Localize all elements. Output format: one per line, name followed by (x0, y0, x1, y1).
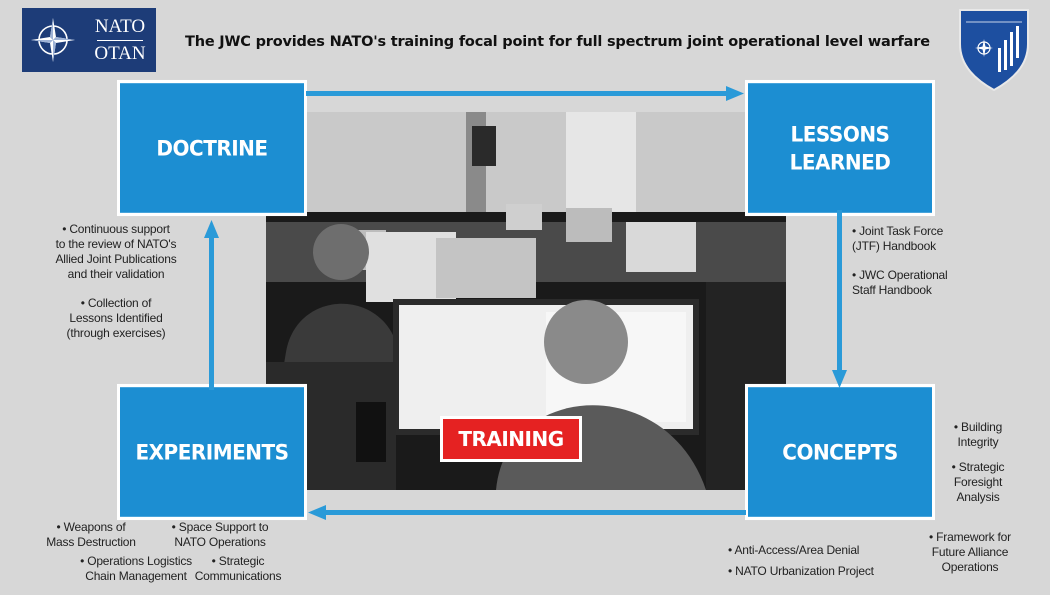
doctrine-box: DOCTRINE (120, 83, 304, 213)
arrow-left-icon (308, 505, 746, 520)
list-item: • JWC Operational Staff Handbook (852, 268, 948, 297)
list-item: • Building Integrity (953, 420, 1003, 449)
lessons-learned-box: LESSONS LEARNED (748, 83, 932, 213)
list-item: • Strategic Foresight Analysis (951, 460, 1005, 504)
list-item: • Framework for Future Alliance Operatio… (929, 530, 1011, 574)
doctrine-label: DOCTRINE (156, 135, 268, 161)
arrow-up-icon (204, 220, 219, 390)
wordmark-divider (97, 39, 143, 41)
list-item: • Collection of Lessons Identified (thro… (66, 296, 166, 340)
list-item: • Space Support to NATO Operations (171, 520, 269, 549)
concepts-box: CONCEPTS (748, 387, 932, 517)
arrow-down-icon (832, 210, 847, 388)
doctrine-notes: • Continuous support to the review of NA… (36, 222, 196, 341)
experiments-box: EXPERIMENTS (120, 387, 304, 517)
concepts-label: CONCEPTS (782, 439, 898, 465)
training-badge: TRAINING (440, 416, 582, 462)
nato-wordmark-top: NATO (94, 15, 146, 37)
nato-wordmark: NATO OTAN (84, 8, 156, 72)
lessons-learned-notes: • Joint Task Force (JTF) Handbook • JWC … (852, 224, 992, 298)
nato-logo: NATO OTAN (22, 8, 156, 72)
jwc-shield-crest-icon (954, 6, 1034, 92)
arrow-right-icon (306, 86, 744, 101)
list-item: • Operations Logistics Chain Management (80, 554, 192, 583)
nato-wordmark-bottom: OTAN (94, 42, 146, 64)
experiments-notes-right: • Space Support to NATO Operations • Str… (150, 520, 290, 584)
list-item: • Anti-Access/Area Denial (728, 543, 860, 557)
list-item: • Joint Task Force (JTF) Handbook (852, 224, 944, 253)
lessons-learned-label: LESSONS LEARNED (789, 121, 891, 175)
experiments-label: EXPERIMENTS (135, 439, 289, 465)
list-item: • NATO Urbanization Project (728, 564, 874, 578)
nato-compass-star-icon (22, 8, 84, 72)
page-headline: The JWC provides NATO's training focal p… (185, 34, 930, 50)
experiments-notes-left: • Weapons of Mass Destruction • Operatio… (26, 520, 192, 584)
concepts-corner-note: • Framework for Future Alliance Operatio… (910, 530, 1030, 575)
concepts-bottom-notes: • Anti-Access/Area Denial • NATO Urbaniz… (728, 543, 908, 579)
list-item: • Continuous support to the review of NA… (55, 222, 177, 281)
list-item: • Strategic Communications (194, 554, 282, 583)
list-item: • Weapons of Mass Destruction (46, 520, 136, 549)
concepts-side-notes: • Building Integrity • Strategic Foresig… (928, 420, 1028, 505)
